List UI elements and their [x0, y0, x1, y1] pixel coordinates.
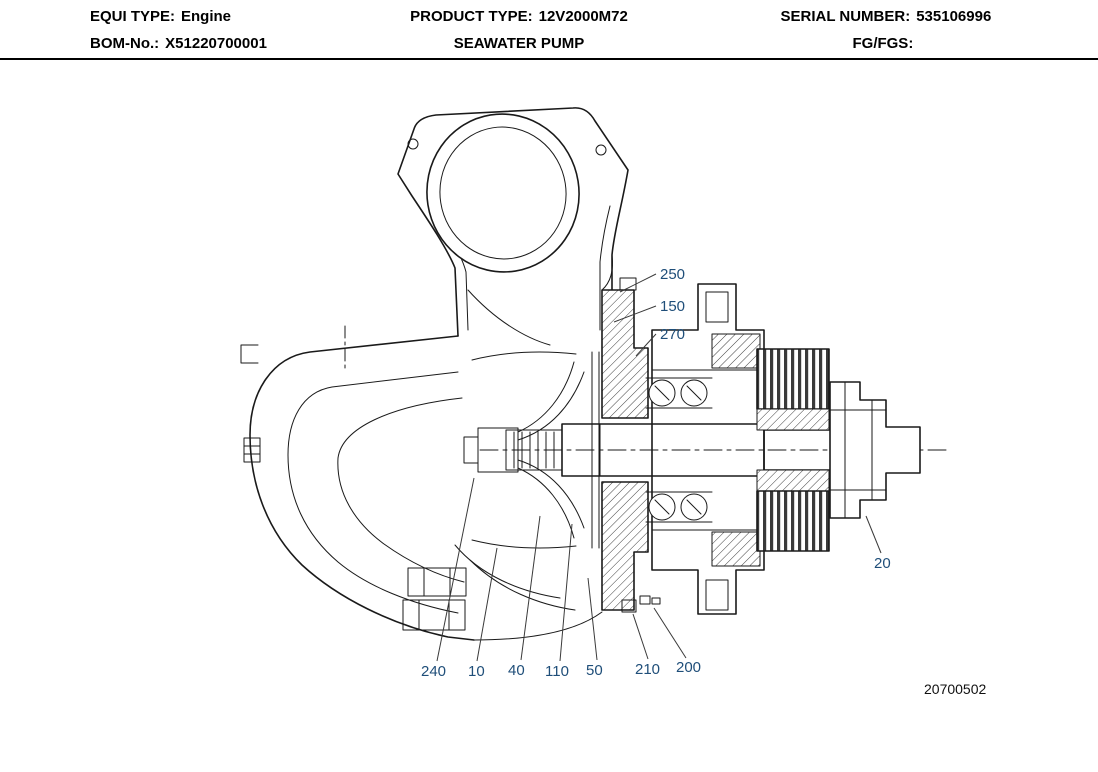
callout-110: 110	[545, 663, 569, 680]
serial-number-label: SERIAL NUMBER:	[780, 8, 911, 25]
stud-end	[651, 597, 661, 605]
drawing-area: 250 150 270 20 240 10 40 110 50 210 200 …	[0, 60, 1098, 772]
product-type-label: PRODUCT TYPE:	[410, 8, 533, 25]
pump-cross-section-drawing: 250 150 270 20 240 10 40 110 50 210 200 …	[240, 107, 987, 697]
backplate-bottom-bolt	[621, 599, 637, 613]
impeller-hub	[477, 427, 519, 473]
callout-50: 50	[586, 662, 603, 679]
callout-leaders	[436, 273, 882, 662]
coupling-drive-end	[829, 381, 921, 519]
ball-bearings	[645, 377, 713, 523]
equi-type-label: EQUI TYPE:	[90, 8, 176, 25]
callout-250: 250	[660, 266, 685, 283]
fg-fgs-field: FG/FGS:	[744, 30, 1098, 57]
title-block-row-2: BOM-No.: X51220700001 SEAWATER PUMP FG/FG…	[0, 30, 1098, 57]
backplate	[601, 277, 661, 613]
title-block: EQUI TYPE: Engine PRODUCT TYPE: 12V2000M72…	[0, 0, 1098, 57]
product-type-field: PRODUCT TYPE: 12V2000M72	[354, 3, 744, 30]
inlet-bell	[397, 107, 629, 346]
impeller	[463, 351, 600, 549]
volute-casing	[240, 335, 603, 641]
shaft-thread-marks	[513, 431, 555, 469]
bom-no-label: BOM-No.:	[90, 35, 160, 52]
flange-bolt-hole-top	[705, 291, 729, 323]
serial-number-value: 535106996	[916, 8, 992, 25]
fg-fgs-label: FG/FGS:	[852, 35, 914, 52]
product-type-value: 12V2000M72	[538, 8, 628, 25]
callout-200: 200	[676, 659, 701, 676]
equi-type-value: Engine	[181, 8, 232, 25]
callout-210: 210	[635, 661, 660, 678]
product-name: SEAWATER PUMP	[453, 35, 585, 52]
callout-20: 20	[874, 555, 891, 572]
bom-no-field: BOM-No.: X51220700001	[0, 30, 354, 57]
callout-150: 150	[660, 298, 685, 315]
drain-plug	[402, 567, 467, 631]
stud-nut	[639, 595, 651, 605]
flange-bolt-hole-bottom	[705, 579, 729, 611]
impeller-nut	[463, 436, 479, 464]
callout-labels: 250 150 270 20 240 10 40 110 50 210 200	[421, 266, 891, 680]
title-block-row-1: EQUI TYPE: Engine PRODUCT TYPE: 12V2000M72…	[0, 3, 1098, 30]
callout-10: 10	[468, 663, 485, 680]
callout-240: 240	[421, 663, 446, 680]
serial-number-field: SERIAL NUMBER: 535106996	[744, 3, 1098, 30]
drawing-number: 20700502	[924, 681, 987, 697]
bom-no-value: X51220700001	[165, 35, 267, 52]
equi-type-field: EQUI TYPE: Engine	[0, 3, 354, 30]
bearing-housing	[651, 283, 765, 615]
callout-270: 270	[660, 326, 685, 343]
header-divider	[0, 58, 1098, 60]
drive-gear	[756, 348, 830, 552]
callout-40: 40	[508, 662, 525, 679]
